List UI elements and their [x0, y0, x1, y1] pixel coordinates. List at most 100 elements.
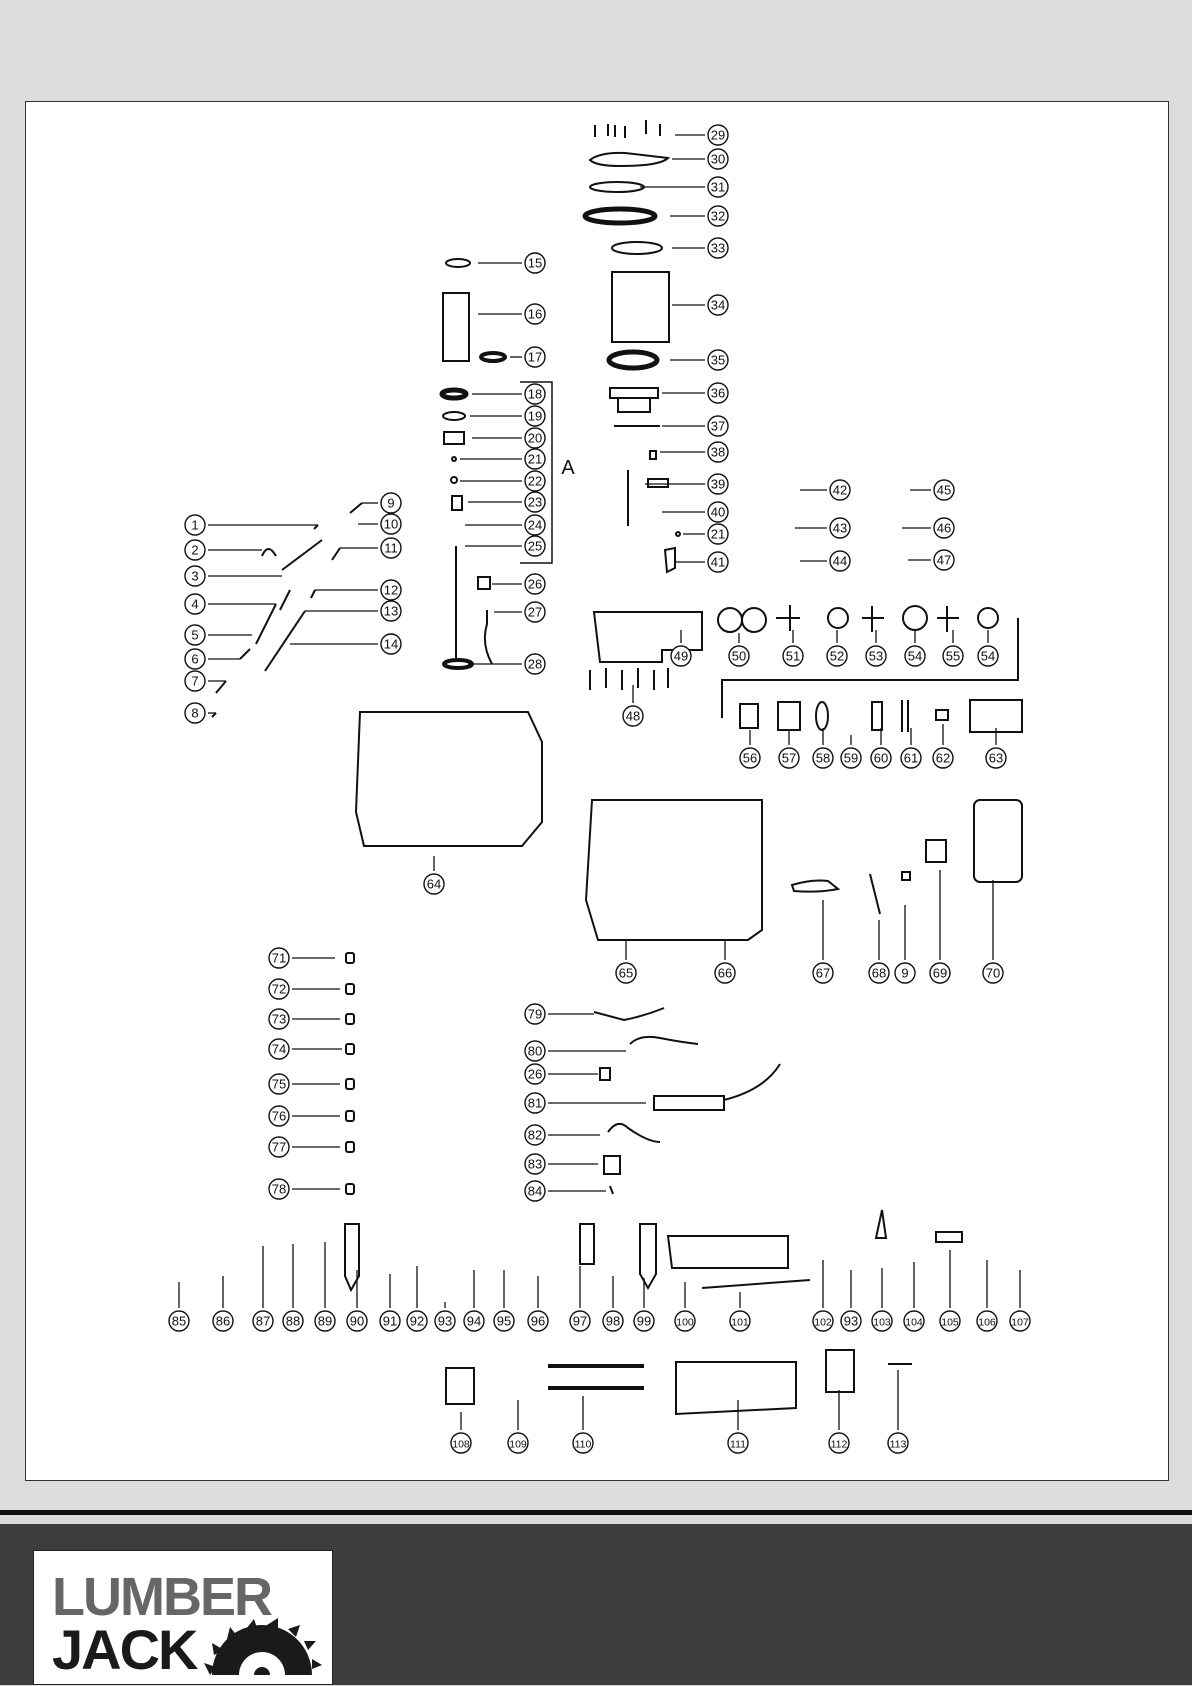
- part-number: 37: [711, 419, 725, 434]
- part-number: 86: [216, 1314, 230, 1329]
- part-number: 7: [191, 674, 198, 689]
- part-number: 62: [936, 751, 950, 766]
- part-number: 110: [575, 1439, 592, 1451]
- part-callout: 14: [380, 633, 402, 655]
- roller-shape: [647, 478, 669, 488]
- part-number: 60: [874, 751, 888, 766]
- part-callout: 27: [524, 601, 546, 623]
- motor-shape: [969, 699, 1023, 733]
- cylinder-shape: [611, 271, 670, 343]
- valve-stem-shape: [451, 495, 463, 511]
- part-number: 90: [350, 1314, 364, 1329]
- small-pin-shape: [649, 450, 657, 460]
- part-callout: 39: [707, 473, 729, 495]
- part-number: 75: [272, 1077, 286, 1092]
- end-cap-108-shape: [445, 1367, 475, 1405]
- part-number: 11: [384, 541, 398, 556]
- part-callout: 81: [524, 1092, 546, 1114]
- part-callout: 5: [184, 624, 206, 646]
- bearing-shape-2: [741, 607, 767, 633]
- part-number: 89: [318, 1314, 332, 1329]
- part-number: 21: [711, 527, 725, 542]
- planet-gears-shape: [827, 607, 849, 629]
- part-callout: 60: [870, 747, 892, 769]
- part-callout: 19: [524, 405, 546, 427]
- part-callout: 33: [707, 237, 729, 259]
- ball-shape-2: [451, 456, 457, 462]
- part-number: 36: [711, 386, 725, 401]
- part-number: 96: [531, 1314, 545, 1329]
- part-callout: 72: [268, 978, 290, 1000]
- cap-plate-shape: [588, 151, 671, 168]
- part-number: 63: [989, 751, 1003, 766]
- bearing-shape: [717, 607, 743, 633]
- rails-110-shape: [548, 1364, 644, 1390]
- washer-shape-2: [442, 658, 474, 670]
- valve-body-shape: [443, 431, 465, 445]
- group-marker-a: A: [561, 457, 575, 479]
- wire-shape: [483, 610, 493, 665]
- ball-shape: [675, 531, 681, 537]
- part-number: 101: [731, 1317, 749, 1329]
- part-callout: 77: [268, 1136, 290, 1158]
- part-callout: 30: [707, 148, 729, 170]
- part-callout: 26: [524, 1063, 546, 1085]
- part-callout: 93: [434, 1310, 456, 1332]
- part-number: 105: [941, 1317, 959, 1329]
- wire-80-shape: [629, 1035, 699, 1045]
- linkage-parts-shape: [211, 502, 363, 718]
- part-callout: 74: [268, 1038, 290, 1060]
- part-callout: 76: [268, 1105, 290, 1127]
- small-part-shape-2: [345, 1013, 355, 1025]
- part-callout: 57: [778, 747, 800, 769]
- block-shape: [477, 576, 491, 590]
- part-number: 82: [528, 1128, 542, 1143]
- part-callouts: 1234567891011121314151617181920212223242…: [168, 124, 1031, 1454]
- part-number: 74: [272, 1042, 286, 1057]
- part-number: 93: [844, 1314, 858, 1329]
- ring-gear-shape-2: [777, 701, 801, 731]
- part-number: 17: [528, 350, 542, 365]
- part-callout: 85: [168, 1310, 190, 1332]
- assembly-connector-shape: [721, 618, 1019, 718]
- part-number: 23: [528, 495, 542, 510]
- valve-sleeve-shape: [442, 292, 470, 362]
- part-callout: 41: [707, 551, 729, 573]
- part-callout: 50: [728, 645, 750, 667]
- part-callout: 26: [524, 573, 546, 595]
- part-number: 33: [711, 241, 725, 256]
- part-number: 39: [711, 477, 725, 492]
- part-callout: 12: [380, 579, 402, 601]
- part-callout: 80: [524, 1040, 546, 1062]
- piston-shape: [609, 387, 659, 413]
- part-callout: 38: [707, 441, 729, 463]
- part-callout: 113: [887, 1432, 909, 1454]
- part-number: 77: [272, 1140, 286, 1155]
- part-number: 81: [528, 1096, 542, 1111]
- part-callout: 100: [674, 1310, 696, 1332]
- part-callout: 49: [670, 645, 692, 667]
- part-callout: 109: [507, 1432, 529, 1454]
- part-number: 38: [711, 445, 725, 460]
- group-bracket-a: A: [520, 381, 575, 564]
- part-number: 52: [830, 649, 844, 664]
- part-number: 111: [730, 1439, 746, 1451]
- part-number: 46: [937, 521, 951, 536]
- part-callout: 82: [524, 1124, 546, 1146]
- footer-divider: [0, 1510, 1192, 1515]
- latch-105-shape: [935, 1231, 963, 1243]
- part-callout: 87: [252, 1310, 274, 1332]
- part-number: 54: [981, 649, 995, 664]
- part-number: 48: [626, 709, 640, 724]
- part-callout: 71: [268, 947, 290, 969]
- part-callout: 25: [524, 535, 546, 557]
- part-callout: 59: [840, 747, 862, 769]
- part-callout: 44: [829, 550, 851, 572]
- part-callout: 110: [572, 1432, 594, 1454]
- part-callout: 78: [268, 1178, 290, 1200]
- part-callout: 112: [828, 1432, 850, 1454]
- leader-lines: [178, 134, 1021, 1430]
- logo-word-jack: JACK: [52, 1618, 198, 1681]
- part-callout: 21: [524, 448, 546, 470]
- part-number: 100: [676, 1317, 694, 1329]
